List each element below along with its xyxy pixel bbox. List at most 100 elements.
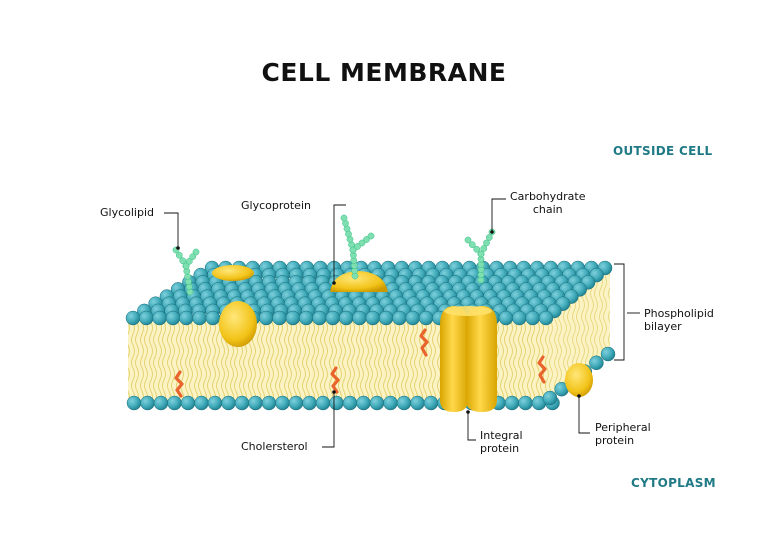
sugar-bead bbox=[477, 250, 485, 258]
glycolipid-head bbox=[212, 265, 254, 281]
sugar-bead bbox=[464, 236, 472, 244]
sugar-bead bbox=[468, 241, 476, 249]
cholesterol-3 bbox=[419, 328, 429, 357]
phospholipid-head bbox=[221, 395, 236, 411]
label-phospholipid-line1: Phospholipid bbox=[644, 307, 714, 320]
sugar-bead bbox=[179, 257, 187, 265]
sugar-bead bbox=[473, 245, 481, 253]
label-peripheral-line1: Peripheral bbox=[595, 421, 651, 434]
sugar-bead bbox=[483, 239, 490, 247]
phospholipid-head bbox=[365, 310, 381, 326]
phospholipid-head bbox=[126, 395, 142, 411]
sugar-bead bbox=[485, 234, 493, 241]
phospholipid-head bbox=[498, 310, 514, 326]
phospholipid-head bbox=[325, 310, 341, 326]
phospholipid-head bbox=[167, 395, 182, 411]
phospholipid-head bbox=[288, 395, 304, 411]
phospholipid-head bbox=[234, 395, 250, 411]
label-phospholipid-line2: bilayer bbox=[644, 320, 682, 333]
phospholipid-head bbox=[504, 395, 520, 411]
region-outside-cell: OUTSIDE CELL bbox=[613, 144, 713, 158]
phospholipid-head bbox=[525, 310, 540, 326]
phospholipid-head bbox=[410, 395, 425, 411]
peripheral-protein bbox=[565, 363, 593, 397]
cholesterol-2 bbox=[330, 366, 340, 394]
phospholipid-head bbox=[383, 395, 398, 411]
sugar-bead bbox=[354, 243, 361, 250]
label-peripheral-line2: protein bbox=[595, 434, 635, 447]
sugar-bead bbox=[185, 257, 193, 265]
phospholipid-head bbox=[165, 310, 181, 326]
phospholipid-head bbox=[589, 355, 604, 371]
phospholipid-head bbox=[140, 395, 155, 411]
phospholipid-head bbox=[396, 395, 412, 411]
phospholipid-head bbox=[258, 310, 274, 326]
phospholipid-head bbox=[338, 310, 354, 326]
phospholipid-head bbox=[205, 310, 221, 326]
cholesterol-1 bbox=[174, 370, 184, 398]
sugar-bead bbox=[358, 239, 366, 247]
label-carbohydrate-line2: chain bbox=[532, 203, 563, 216]
label-carbohydrate-chain: Carbohydrate chain bbox=[510, 190, 585, 216]
sugar-bead bbox=[367, 232, 375, 240]
phospholipid-head bbox=[542, 390, 558, 406]
embedded-protein-left bbox=[219, 301, 257, 347]
phospholipid-head bbox=[352, 310, 367, 326]
phospholipid-head bbox=[329, 395, 344, 411]
cholesterol-molecules bbox=[174, 328, 547, 398]
cholesterol-4 bbox=[537, 355, 547, 384]
phospholipid-head bbox=[512, 310, 527, 326]
integral-protein bbox=[440, 306, 497, 412]
bilayer-tail-side-pattern bbox=[546, 272, 610, 403]
sugar-bead bbox=[349, 246, 357, 254]
leader-dots bbox=[176, 230, 581, 414]
label-glycolipid: Glycolipid bbox=[100, 206, 154, 219]
region-cytoplasm: CYTOPLASM bbox=[631, 476, 716, 490]
phospholipid-head bbox=[302, 395, 317, 411]
carbohydrate-chains bbox=[172, 214, 496, 296]
phospholipid-head bbox=[378, 310, 394, 326]
label-glycoprotein: Glycoprotein bbox=[241, 199, 311, 212]
sugar-bead bbox=[189, 253, 197, 261]
phospholipid-head bbox=[192, 310, 207, 326]
phospholipid-head bbox=[356, 395, 371, 411]
phospholipid-head bbox=[538, 310, 554, 326]
leader-lines bbox=[164, 198, 640, 448]
label-integral-protein: Integral protein bbox=[480, 429, 523, 455]
label-glycolipid-text: Glycolipid bbox=[100, 206, 155, 219]
phospholipid-head bbox=[125, 310, 141, 326]
label-cholesterol: Cholersterol bbox=[241, 440, 308, 453]
sugar-bead bbox=[192, 248, 200, 256]
label-phospholipid-bilayer: Phospholipid bilayer bbox=[644, 307, 714, 333]
phospholipid-head bbox=[312, 310, 327, 326]
label-carbohydrate-line1: Carbohydrate bbox=[510, 190, 586, 203]
phospholipid-head bbox=[152, 310, 167, 326]
phospholipid-head bbox=[153, 395, 169, 411]
phospholipid-head bbox=[248, 395, 263, 411]
sugar-bead bbox=[363, 236, 370, 243]
phospholipid-head bbox=[600, 346, 616, 362]
sugar-bead bbox=[175, 251, 183, 259]
phospholipid-head bbox=[272, 310, 287, 326]
phospholipid-head bbox=[139, 310, 154, 326]
phospholipid-head bbox=[298, 310, 314, 326]
label-integral-line2: protein bbox=[480, 442, 520, 455]
sugar-bead bbox=[182, 262, 190, 270]
phospholipid-head bbox=[285, 310, 301, 326]
phospholipid-head bbox=[518, 395, 533, 411]
label-glycoprotein-text: Glycoprotein bbox=[241, 199, 311, 212]
phospholipid-head bbox=[369, 395, 385, 411]
glycoprotein-cap bbox=[330, 271, 388, 292]
label-integral-line1: Integral bbox=[480, 429, 523, 442]
phospholipid-head bbox=[342, 395, 358, 411]
label-cholesterol-text: Cholersterol bbox=[241, 440, 308, 453]
sugar-bead bbox=[480, 245, 488, 252]
top-surface-heads bbox=[125, 260, 613, 326]
phospholipid-head bbox=[179, 310, 194, 326]
phospholipid-head bbox=[207, 395, 223, 411]
phospholipid-head bbox=[261, 395, 277, 411]
phospholipid-head bbox=[275, 395, 290, 411]
phospholipid-head bbox=[315, 395, 331, 411]
